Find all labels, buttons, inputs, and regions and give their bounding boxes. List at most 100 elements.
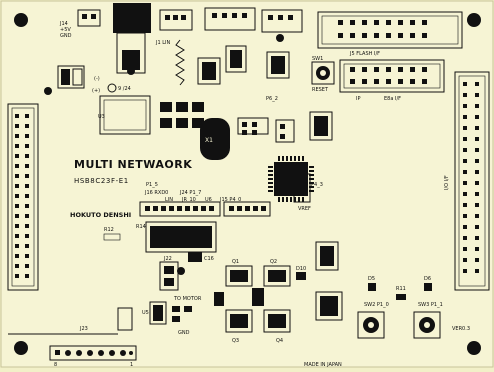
mosfet-q1: Q1 — [225, 259, 253, 287]
ic-u9 — [315, 291, 343, 321]
made-in-label: MADE IN JAPAN — [304, 362, 342, 368]
small-hole-2 — [177, 267, 185, 275]
c16-label: C16 — [204, 256, 214, 262]
ic-transceiver — [315, 241, 339, 271]
q3-label: Q3 — [232, 338, 239, 344]
j1-lin-label: J1 LIN — [155, 40, 171, 46]
leds-d5-d6: D5 D6 R11 — [368, 276, 432, 300]
sw1-label: SW1 — [312, 56, 323, 62]
r14-label: R14 — [136, 224, 146, 230]
u3-regulator: U3 — [98, 95, 151, 135]
small-hole-1 — [44, 87, 52, 95]
connector-j2 — [204, 7, 256, 31]
plus-label: (+) — [92, 88, 100, 94]
u3-label: U3 — [98, 114, 105, 120]
jr-10-label: JR_10 — [181, 197, 196, 203]
pin1-label: 1 — [130, 362, 133, 368]
j22-motor-connector: J22 TO MOTOR — [159, 256, 202, 302]
j16-rxd0-label: J16 RXD0 — [144, 190, 168, 196]
ic-u7 — [225, 45, 247, 73]
plus5v-label: +5V — [60, 27, 71, 33]
board-title: MULTI NETWAORK — [74, 158, 192, 171]
left-edge-connector — [7, 103, 39, 291]
mount-hole-top-right — [467, 13, 481, 27]
gnd-label-top: GND — [60, 33, 72, 39]
io-connector-right: I/O I/F — [444, 71, 490, 291]
q2-label: Q2 — [270, 259, 277, 265]
header-row-mid — [139, 201, 221, 217]
d10-diode: D10 — [296, 266, 306, 280]
e8a-label: E8a I/F — [384, 96, 401, 102]
p4-3-jumper: P4_3 VREF — [293, 173, 323, 212]
j5-flash-label: J5 FLASH I/F — [349, 51, 380, 57]
d5-label: D5 — [368, 276, 375, 282]
motor-driver-ic — [214, 288, 264, 306]
r12-label: R12 — [104, 227, 114, 233]
minus-label: (-) — [94, 76, 100, 82]
j23-label: J23 — [79, 326, 88, 332]
ip-label: IP — [356, 96, 361, 102]
j22-label: J22 — [163, 256, 172, 262]
mount-hole-bottom-right — [467, 341, 481, 355]
mosfet-q3: Q3 — [225, 309, 253, 344]
dc-jack — [113, 3, 151, 74]
sw2-label: SW2 P1_0 — [364, 302, 389, 308]
mount-hole-bottom-left — [14, 341, 28, 355]
lin-label: LIN — [165, 197, 173, 203]
sw2-button: SW2 P1_0 — [357, 302, 389, 339]
d6-label: D6 — [424, 276, 431, 282]
u5-label: U5 — [142, 310, 149, 316]
e8a-header: IP E8a I/F — [339, 59, 445, 102]
version-label: VER0.3 — [452, 326, 470, 332]
p6-2-label: P6_2 — [266, 96, 278, 102]
resistor-zigzag — [175, 39, 185, 86]
mcu-qfp — [268, 156, 314, 202]
vref-label: VREF — [298, 206, 311, 212]
q4-label: Q4 — [276, 338, 283, 344]
jumper-j13 — [275, 119, 295, 143]
relay-block — [145, 221, 217, 253]
x1-label: X1 — [205, 137, 213, 144]
pin8-label: 8 — [54, 362, 57, 368]
reset-label: RESET — [312, 87, 329, 93]
board-maker: HOKUTO DENSHI — [70, 211, 131, 219]
connector-j3 — [261, 9, 303, 33]
header-row-j15 — [223, 201, 271, 217]
small-hole-4 — [276, 34, 284, 42]
q1-label: Q1 — [232, 259, 239, 265]
bottom-left-traces — [8, 307, 133, 335]
polarity-mark: 9 /24 (-) (+) — [92, 76, 131, 94]
ic-u4 — [197, 57, 221, 85]
sw1-reset-switch: SW1 RESET — [311, 56, 335, 93]
gnd-label-bottom: GND — [178, 330, 190, 336]
r11-label: R11 — [396, 286, 406, 292]
c16-capacitor: C16 — [188, 252, 214, 262]
crystal-x1: X1 — [200, 118, 230, 160]
resistor-r12 — [103, 233, 121, 241]
capacitor-c1 — [57, 65, 85, 89]
bottom-header-8pin: 8 1 J23 — [49, 326, 137, 368]
u6-label: U6 — [205, 197, 212, 203]
j15-p4-0-label: J15 P4_0 — [219, 197, 241, 203]
j14-label: J14 — [59, 21, 68, 27]
ic-u8: P6_2 — [266, 51, 290, 102]
ic-u5: U5 — [142, 301, 167, 325]
j24-p1-7-label: J24 P1_7 — [179, 190, 201, 196]
dc-voltage-label: 9 /24 — [118, 86, 131, 92]
d10-label: D10 — [296, 266, 306, 272]
board-model: HSB8C23F-E1 — [74, 177, 129, 185]
p4-3-label: P4_3 — [311, 182, 323, 188]
to-motor-label: TO MOTOR — [173, 296, 202, 302]
j5-flash-header: J5 FLASH I/F — [317, 11, 463, 57]
j14-header: J14 +5V GND — [59, 9, 101, 39]
capacitor-row — [160, 102, 204, 128]
mosfet-q4: Q4 — [263, 309, 291, 344]
p1-5-label: P1_5 — [146, 182, 158, 188]
mosfet-q2: Q2 — [263, 259, 291, 287]
sw3-label: SW3 P1_1 — [418, 302, 443, 308]
mount-hole-top-left — [14, 13, 28, 27]
jumper-j11 — [237, 117, 269, 135]
